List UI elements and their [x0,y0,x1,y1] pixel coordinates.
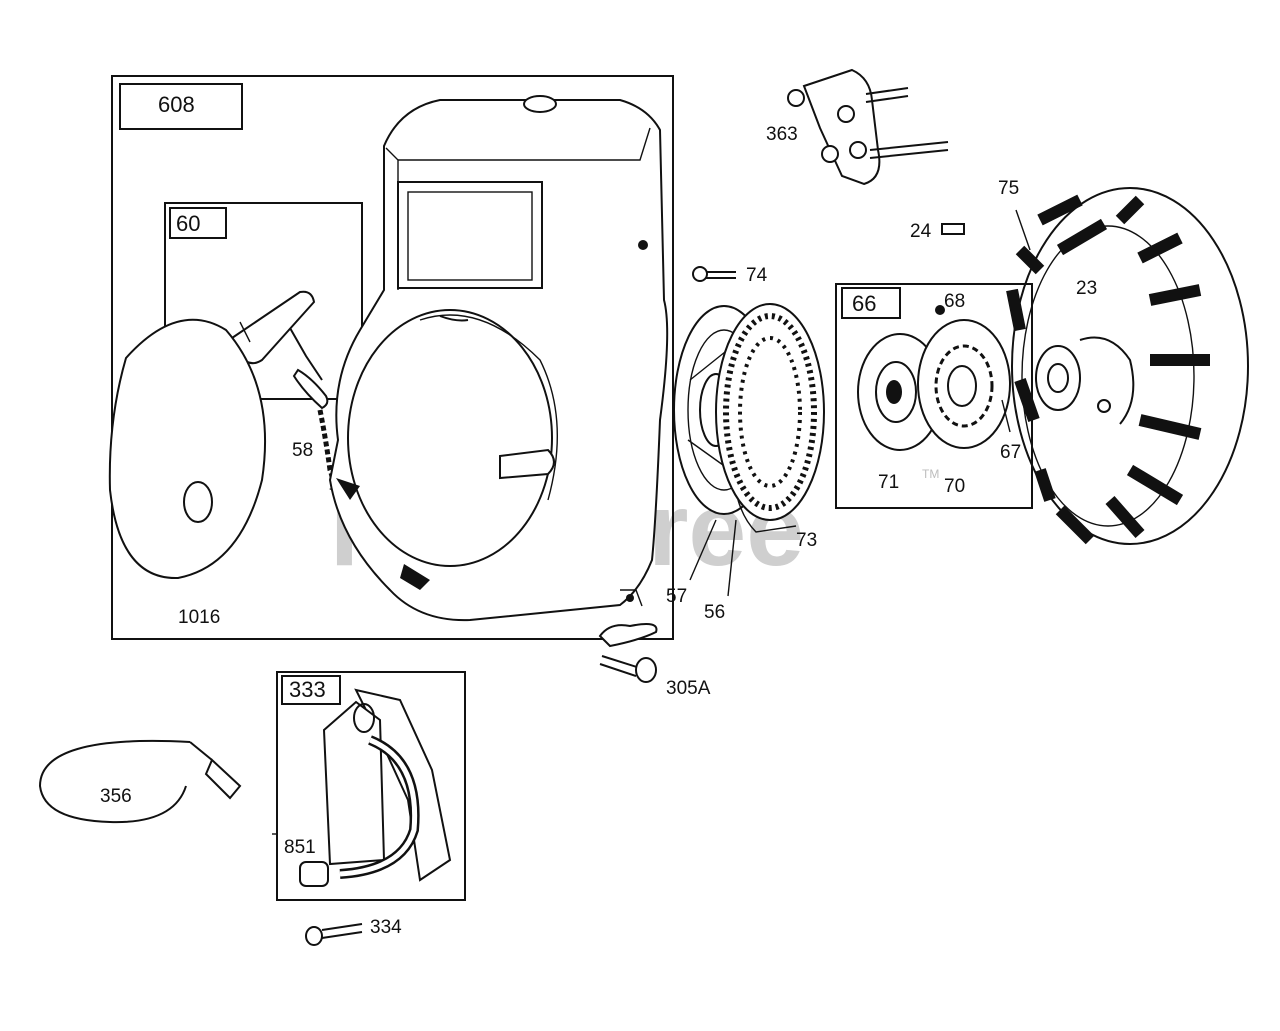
callout-57: 57 [666,586,687,607]
starter-spring-part-73[interactable] [715,303,825,521]
screw-part-334[interactable] [305,923,363,946]
callout-23: 23 [1076,278,1097,299]
callout-68: 68 [944,291,965,312]
callout-363: 363 [766,124,798,145]
callout-334: 334 [370,917,402,938]
flywheel-part-23[interactable] [1006,187,1249,545]
kit-box-608[interactable]: 608 [111,75,674,640]
key-part-24[interactable] [941,223,965,235]
callout-356: 356 [100,786,132,807]
callout-70: 70 [944,476,965,497]
kit-box-608-label: 608 [158,92,195,117]
blower-housing-part[interactable] [328,95,669,648]
kit-box-66-label: 66 [852,291,876,316]
bracket-part-363[interactable] [787,68,949,186]
callout-24: 24 [910,221,932,242]
callout-305A: 305A [666,678,711,699]
watermark-trademark: TM [922,467,939,481]
callout-58: 58 [292,440,313,461]
kit-box-66[interactable]: 66 [835,283,1033,509]
kit-box-333-label: 333 [289,677,326,702]
screen-disc-part-1016[interactable] [108,318,267,580]
ratchet-part-70[interactable] [917,319,1011,449]
ground-wire-part-356[interactable] [38,739,242,824]
screw-part-305A[interactable] [599,655,657,683]
callout-74: 74 [746,265,768,286]
callout-71: 71 [878,472,899,493]
callout-67: 67 [1000,442,1021,463]
callout-1016: 1016 [178,607,220,628]
callout-73: 73 [796,530,817,551]
callout-56: 56 [704,602,725,623]
retainer-part-68[interactable] [935,305,945,315]
kit-box-60[interactable]: 60 [164,202,363,400]
callout-851: 851 [284,837,316,858]
kit-box-333[interactable]: 333 [276,671,466,901]
kit-box-60-label: 60 [176,211,200,236]
callout-75: 75 [998,178,1019,199]
screw-part-74[interactable] [692,266,736,282]
armature-part-333[interactable] [299,688,452,887]
